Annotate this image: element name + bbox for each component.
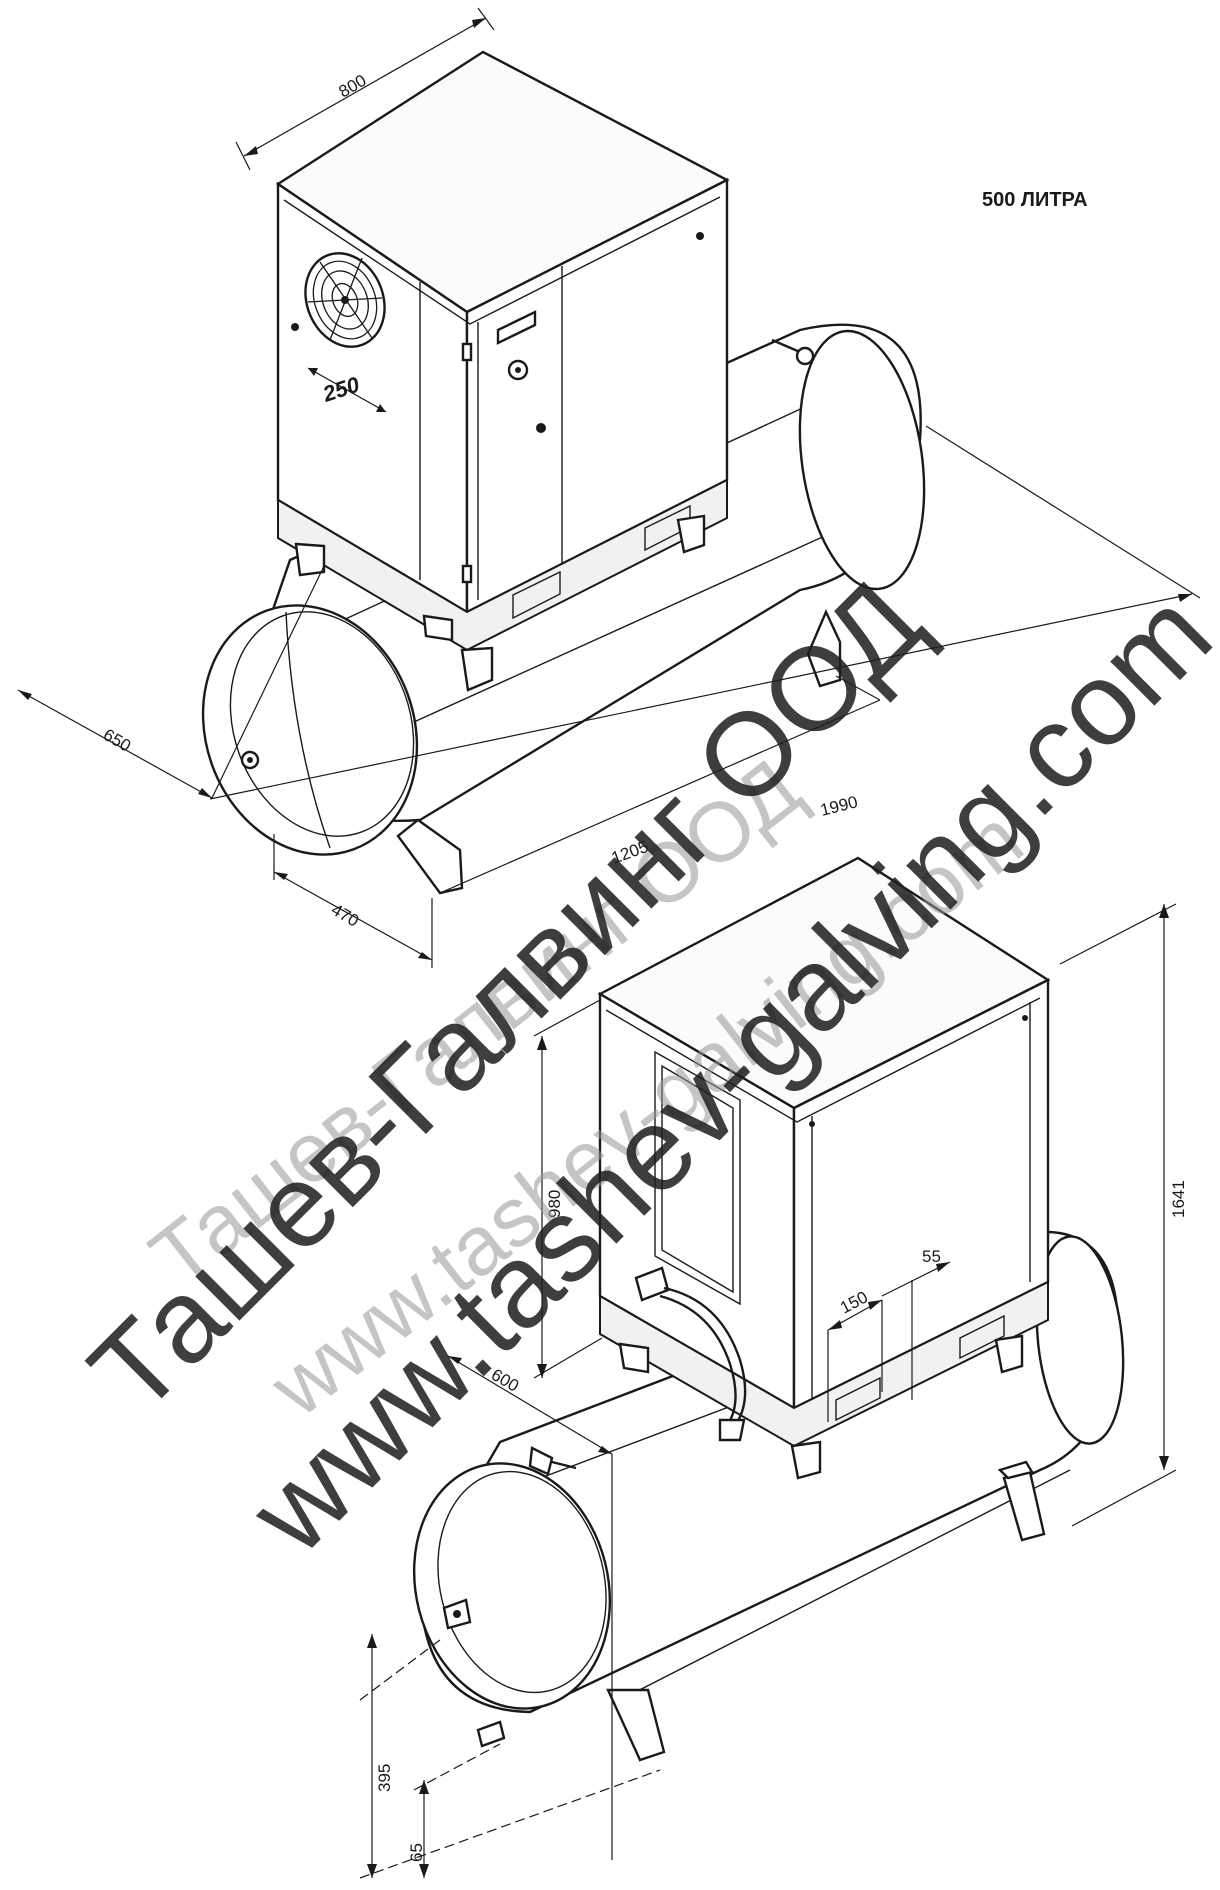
dim-cabinet-width: 800 (336, 71, 370, 102)
fan-grille-icon (304, 252, 386, 348)
bottom-cabinet (597, 856, 1051, 1480)
capacity-label: 500 ЛИТРА (982, 189, 1088, 211)
bottom-view-compressor (412, 856, 1125, 1762)
top-cabinet: 250 (275, 50, 730, 692)
top-view-compressor: 250 (201, 50, 926, 895)
top-tank-foot-front-left (396, 818, 464, 895)
dim-cabinet-height: 980 (545, 1190, 564, 1218)
dim-drain-height: 395 (375, 1764, 394, 1792)
dim-opening-offset: 55 (922, 1247, 941, 1266)
dim-foot-height: 65 (407, 1843, 426, 1862)
dim-tank-diameter: 650 (100, 725, 134, 756)
bottom-view-dimensions: 1641 980 600 150 55 395 (359, 903, 1188, 1879)
dim-overall-height: 1641 (1169, 1180, 1188, 1218)
dim-tank-length: 1990 (818, 792, 859, 820)
bottom-tank-foot-right (1002, 1470, 1046, 1542)
top-tank-foot-front-right (806, 609, 842, 688)
bottom-tank-foot-left (606, 1688, 666, 1762)
